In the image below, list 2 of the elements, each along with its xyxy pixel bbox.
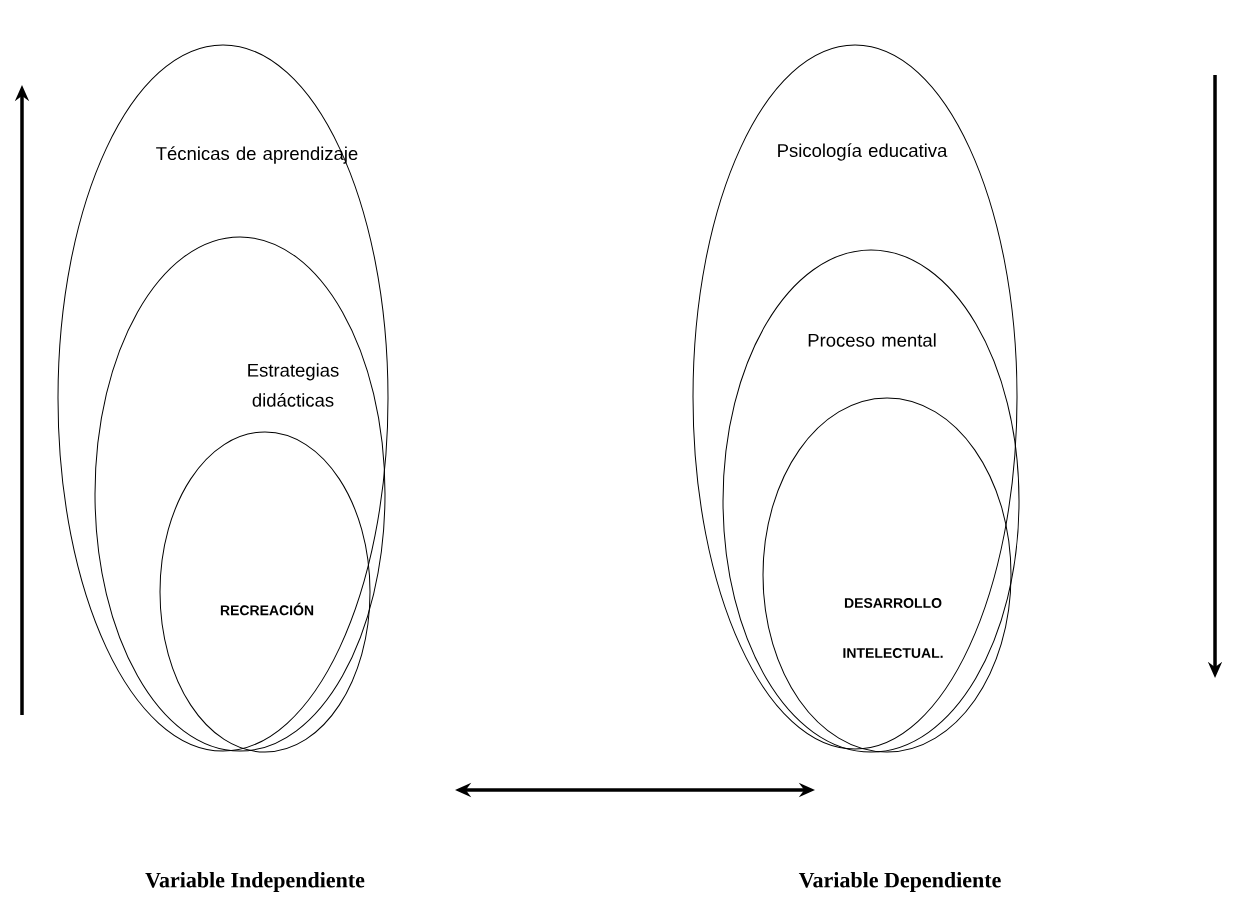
axis-caption: Variable Independiente: [145, 872, 365, 892]
axis-caption: Variable Dependiente: [798, 872, 1001, 892]
